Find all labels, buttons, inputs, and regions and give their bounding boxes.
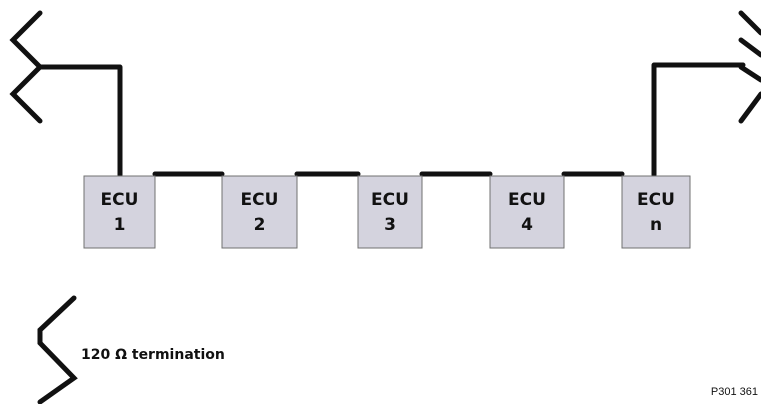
ecu-box <box>489 175 565 249</box>
ecu-box <box>621 175 691 249</box>
ecu-number: 4 <box>521 215 533 235</box>
figure-reference: P301 361 <box>711 386 758 398</box>
right-termination-symbol-zigzag <box>738 37 761 83</box>
ecu-label: ECU <box>371 190 409 210</box>
ecu-box <box>221 175 298 249</box>
ecu-label: ECU <box>241 190 279 210</box>
ecu-box <box>83 175 156 249</box>
ecu-node-1: ECU 1 <box>83 175 156 249</box>
ecu-node-2: ECU 2 <box>221 175 298 249</box>
ecu-box <box>357 175 423 249</box>
ecu-node-n: ECU n <box>621 175 691 249</box>
ecu-number: n <box>650 215 662 235</box>
ecu-label: ECU <box>101 190 139 210</box>
ecu-number: 2 <box>254 215 266 235</box>
ecu-number: 3 <box>384 215 396 235</box>
ecu-label: ECU <box>637 190 675 210</box>
legend-termination-icon <box>37 295 78 404</box>
right-termination-symbol <box>738 10 761 124</box>
legend-label: 120 Ω termination <box>81 347 225 363</box>
ecu-node-3: ECU 3 <box>357 175 423 249</box>
ecu-number: 1 <box>114 215 126 235</box>
right-termination-lead <box>651 62 746 178</box>
left-termination-lead <box>37 64 123 178</box>
ecu-label: ECU <box>508 190 546 210</box>
ecu-node-4: ECU 4 <box>489 175 565 249</box>
left-termination-symbol <box>9 10 44 124</box>
